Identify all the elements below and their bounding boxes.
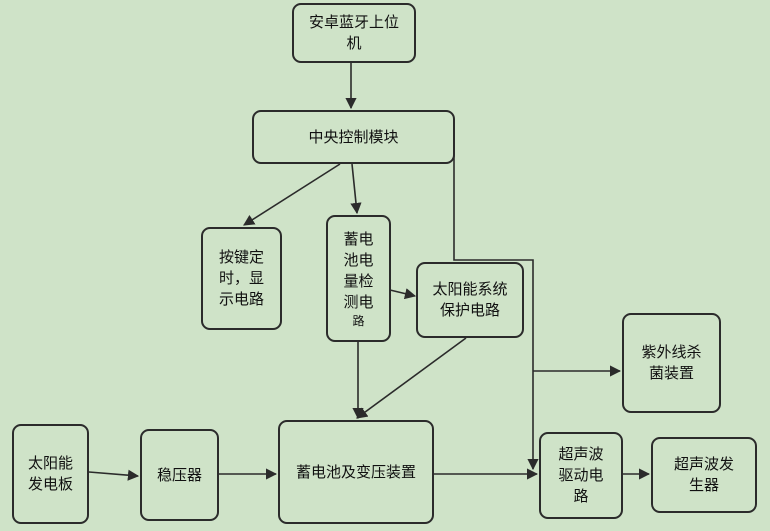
arrow-detect-to-protect <box>389 288 417 300</box>
battery-level-detection-node[interactable]: 蓄电 池电 量检 测电 路 <box>326 215 391 342</box>
arrow-control-to-battery-detect <box>350 163 362 215</box>
ultrasonic-generator-node[interactable]: 超声波发 生器 <box>651 437 757 513</box>
solar-panel-node[interactable]: 太阳能 发电板 <box>12 424 89 524</box>
ultrasonic-driver-circuit-node[interactable]: 超声波 驱动电 路 <box>539 432 623 519</box>
android-bluetooth-host-node[interactable]: 安卓蓝牙上位 机 <box>292 3 416 63</box>
battery-level-detection-label-tail: 路 <box>352 313 365 328</box>
arrow-panel-to-regulator <box>88 469 140 481</box>
line-control-to-driver <box>453 146 539 471</box>
solar-system-protection-circuit-node[interactable]: 太阳能系统 保护电路 <box>416 262 524 338</box>
arrow-protect-to-battery <box>356 337 467 419</box>
central-control-module-node[interactable]: 中央控制模块 <box>252 110 455 164</box>
voltage-regulator-node[interactable]: 稳压器 <box>140 429 219 521</box>
uv-sterilization-device-node[interactable]: 紫外线杀 菌装置 <box>622 313 721 413</box>
battery-and-transformer-node[interactable]: 蓄电池及变压装置 <box>278 420 434 524</box>
battery-level-detection-label: 蓄电 池电 量检 测电 <box>343 229 374 311</box>
arrow-control-to-keys <box>243 163 341 226</box>
key-timing-display-circuit-node[interactable]: 按键定 时，显 示电路 <box>201 227 282 330</box>
